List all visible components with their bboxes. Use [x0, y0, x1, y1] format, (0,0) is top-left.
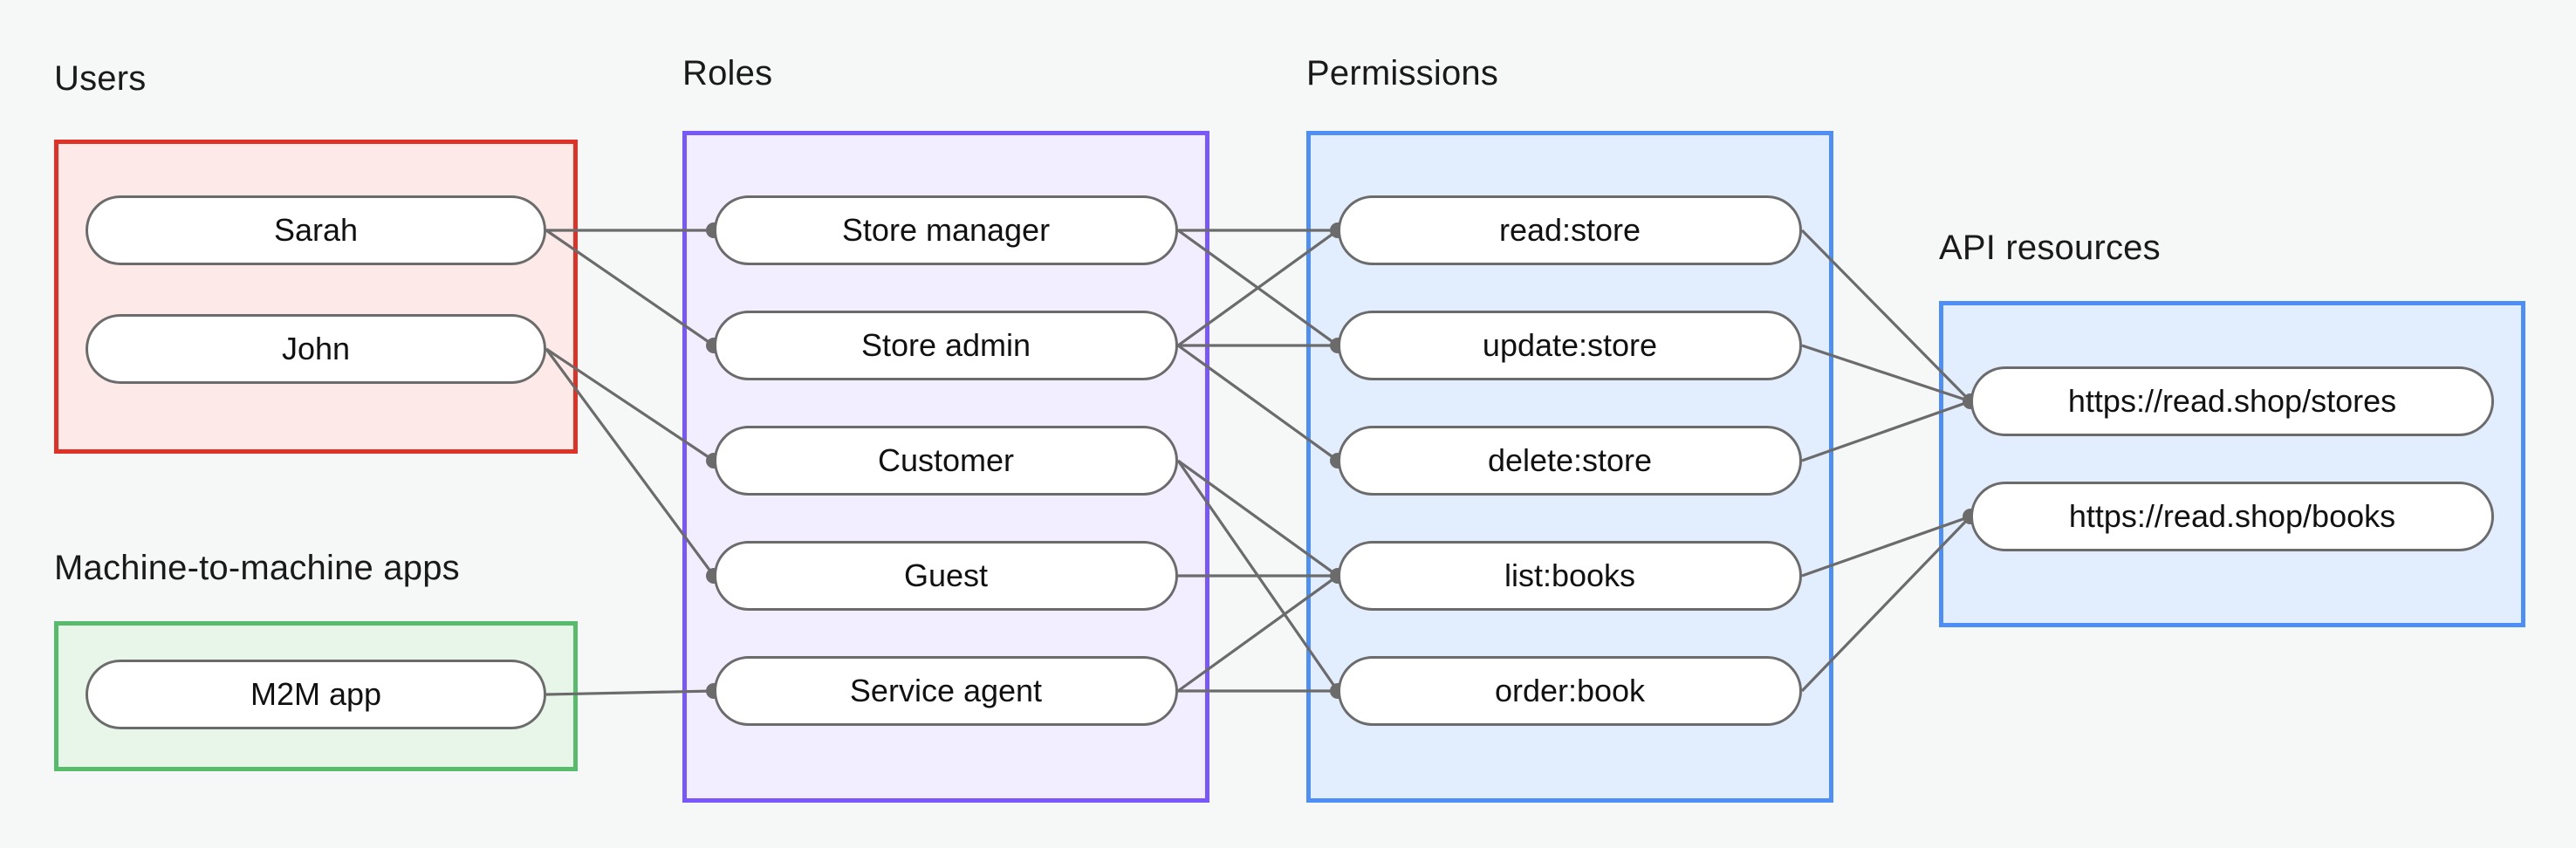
- node-books-url[interactable]: https://read.shop/books: [1970, 482, 2494, 551]
- node-m2m-app[interactable]: M2M app: [86, 660, 546, 729]
- node-delete-store[interactable]: delete:store: [1338, 426, 1802, 496]
- group-title-roles: Roles: [682, 54, 773, 92]
- group-title-permissions: Permissions: [1306, 54, 1499, 92]
- group-box-users: [54, 140, 578, 454]
- group-title-m2m: Machine-to-machine apps: [54, 549, 460, 587]
- node-stores-url[interactable]: https://read.shop/stores: [1970, 366, 2494, 436]
- node-sarah[interactable]: Sarah: [86, 195, 546, 265]
- node-store-manager[interactable]: Store manager: [714, 195, 1178, 265]
- node-read-store[interactable]: read:store: [1338, 195, 1802, 265]
- node-list-books[interactable]: list:books: [1338, 541, 1802, 611]
- node-john[interactable]: John: [86, 314, 546, 384]
- node-customer[interactable]: Customer: [714, 426, 1178, 496]
- node-update-store[interactable]: update:store: [1338, 311, 1802, 380]
- node-guest[interactable]: Guest: [714, 541, 1178, 611]
- group-title-api: API resources: [1939, 229, 2161, 267]
- node-order-book[interactable]: order:book: [1338, 656, 1802, 726]
- group-box-api: [1939, 301, 2525, 627]
- node-service-agent[interactable]: Service agent: [714, 656, 1178, 726]
- group-title-users: Users: [54, 59, 147, 98]
- node-store-admin[interactable]: Store admin: [714, 311, 1178, 380]
